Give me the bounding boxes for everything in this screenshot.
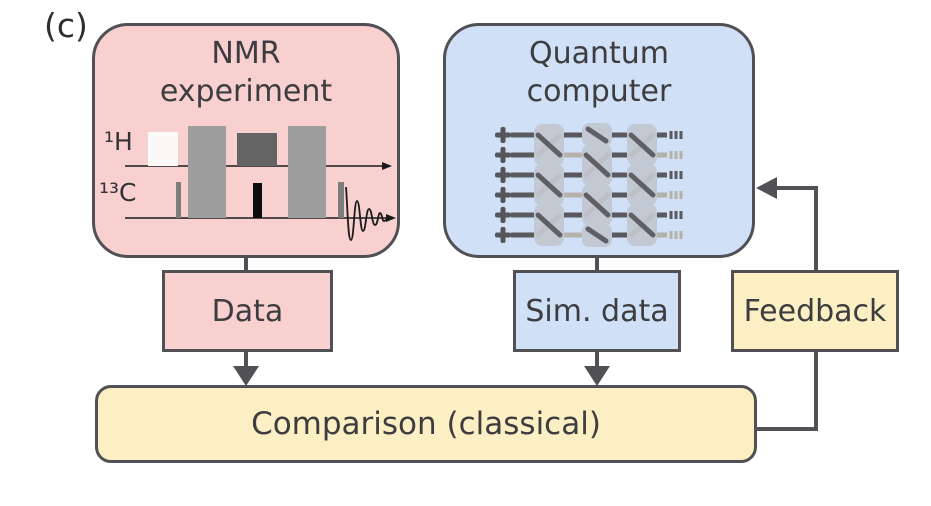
simdata-arrowhead-icon bbox=[584, 366, 610, 386]
data-box-label: Data bbox=[211, 293, 284, 329]
comparison-box-label: Comparison (classical) bbox=[251, 406, 601, 442]
comparison-to-feedback-connector bbox=[755, 350, 818, 431]
feedback-arrowhead-icon bbox=[756, 177, 777, 199]
nmr-title-line1: NMR bbox=[211, 36, 281, 71]
data-box: Data bbox=[162, 270, 333, 352]
data-arrowhead-icon bbox=[233, 366, 259, 386]
nmr-box-title: NMR experiment bbox=[95, 35, 397, 111]
figure-label: (c) bbox=[44, 6, 88, 45]
sim-data-box: Sim. data bbox=[513, 270, 681, 352]
carbon-channel-label: ¹³C bbox=[99, 178, 137, 207]
feedback-box: Feedback bbox=[731, 270, 899, 352]
nmr-pulse-sequence-icon bbox=[125, 126, 396, 241]
feedback-to-quantum-line bbox=[776, 186, 818, 274]
nmr-title-line2: experiment bbox=[159, 74, 333, 109]
quantum-title-line1: Quantum bbox=[528, 36, 670, 71]
comparison-box: Comparison (classical) bbox=[95, 385, 757, 463]
quantum-box-title: Quantum computer bbox=[446, 35, 752, 111]
quantum-title-line2: computer bbox=[526, 74, 672, 109]
proton-channel-label: ¹H bbox=[104, 127, 133, 156]
feedback-box-label: Feedback bbox=[743, 293, 887, 329]
quantum-circuit-icon bbox=[495, 123, 683, 247]
sim-data-box-label: Sim. data bbox=[525, 293, 669, 329]
